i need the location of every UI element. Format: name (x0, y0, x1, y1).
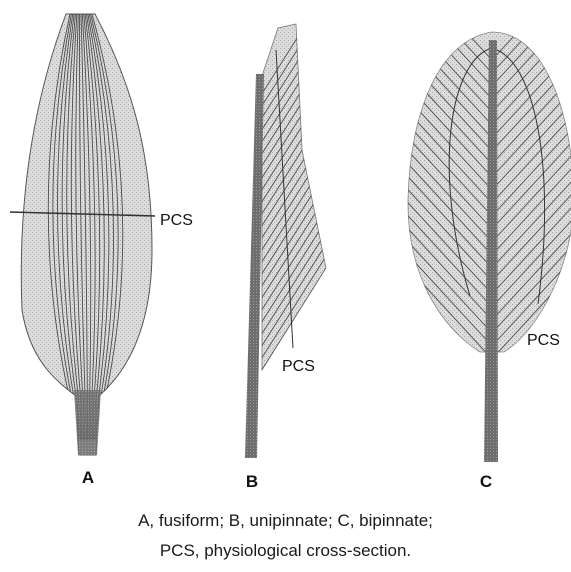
muscle-c-pcs-label: PCS (527, 332, 560, 349)
caption-line-1: A, fusiform; B, unipinnate; C, bipinnate… (0, 506, 571, 536)
muscle-a-belly (21, 14, 152, 455)
muscle-b-unipinnate: PCS B (245, 0, 340, 491)
figure-caption: A, fusiform; B, unipinnate; C, bipinnate… (0, 506, 571, 566)
muscle-b-label: B (246, 472, 258, 491)
muscle-b-pcs-label: PCS (282, 358, 315, 375)
caption-line-2: PCS, physiological cross-section. (0, 536, 571, 566)
muscle-a-pcs-label: PCS (160, 212, 193, 229)
muscle-c-bipinnate: PCS C (400, 0, 571, 491)
muscle-a-label: A (82, 468, 94, 487)
muscle-fiber (400, 337, 492, 437)
muscle-c-label: C (480, 472, 492, 491)
muscle-a-tendon (74, 390, 101, 455)
muscle-b-tendon (245, 74, 264, 458)
muscle-a-fusiform: PCS A (10, 14, 193, 487)
